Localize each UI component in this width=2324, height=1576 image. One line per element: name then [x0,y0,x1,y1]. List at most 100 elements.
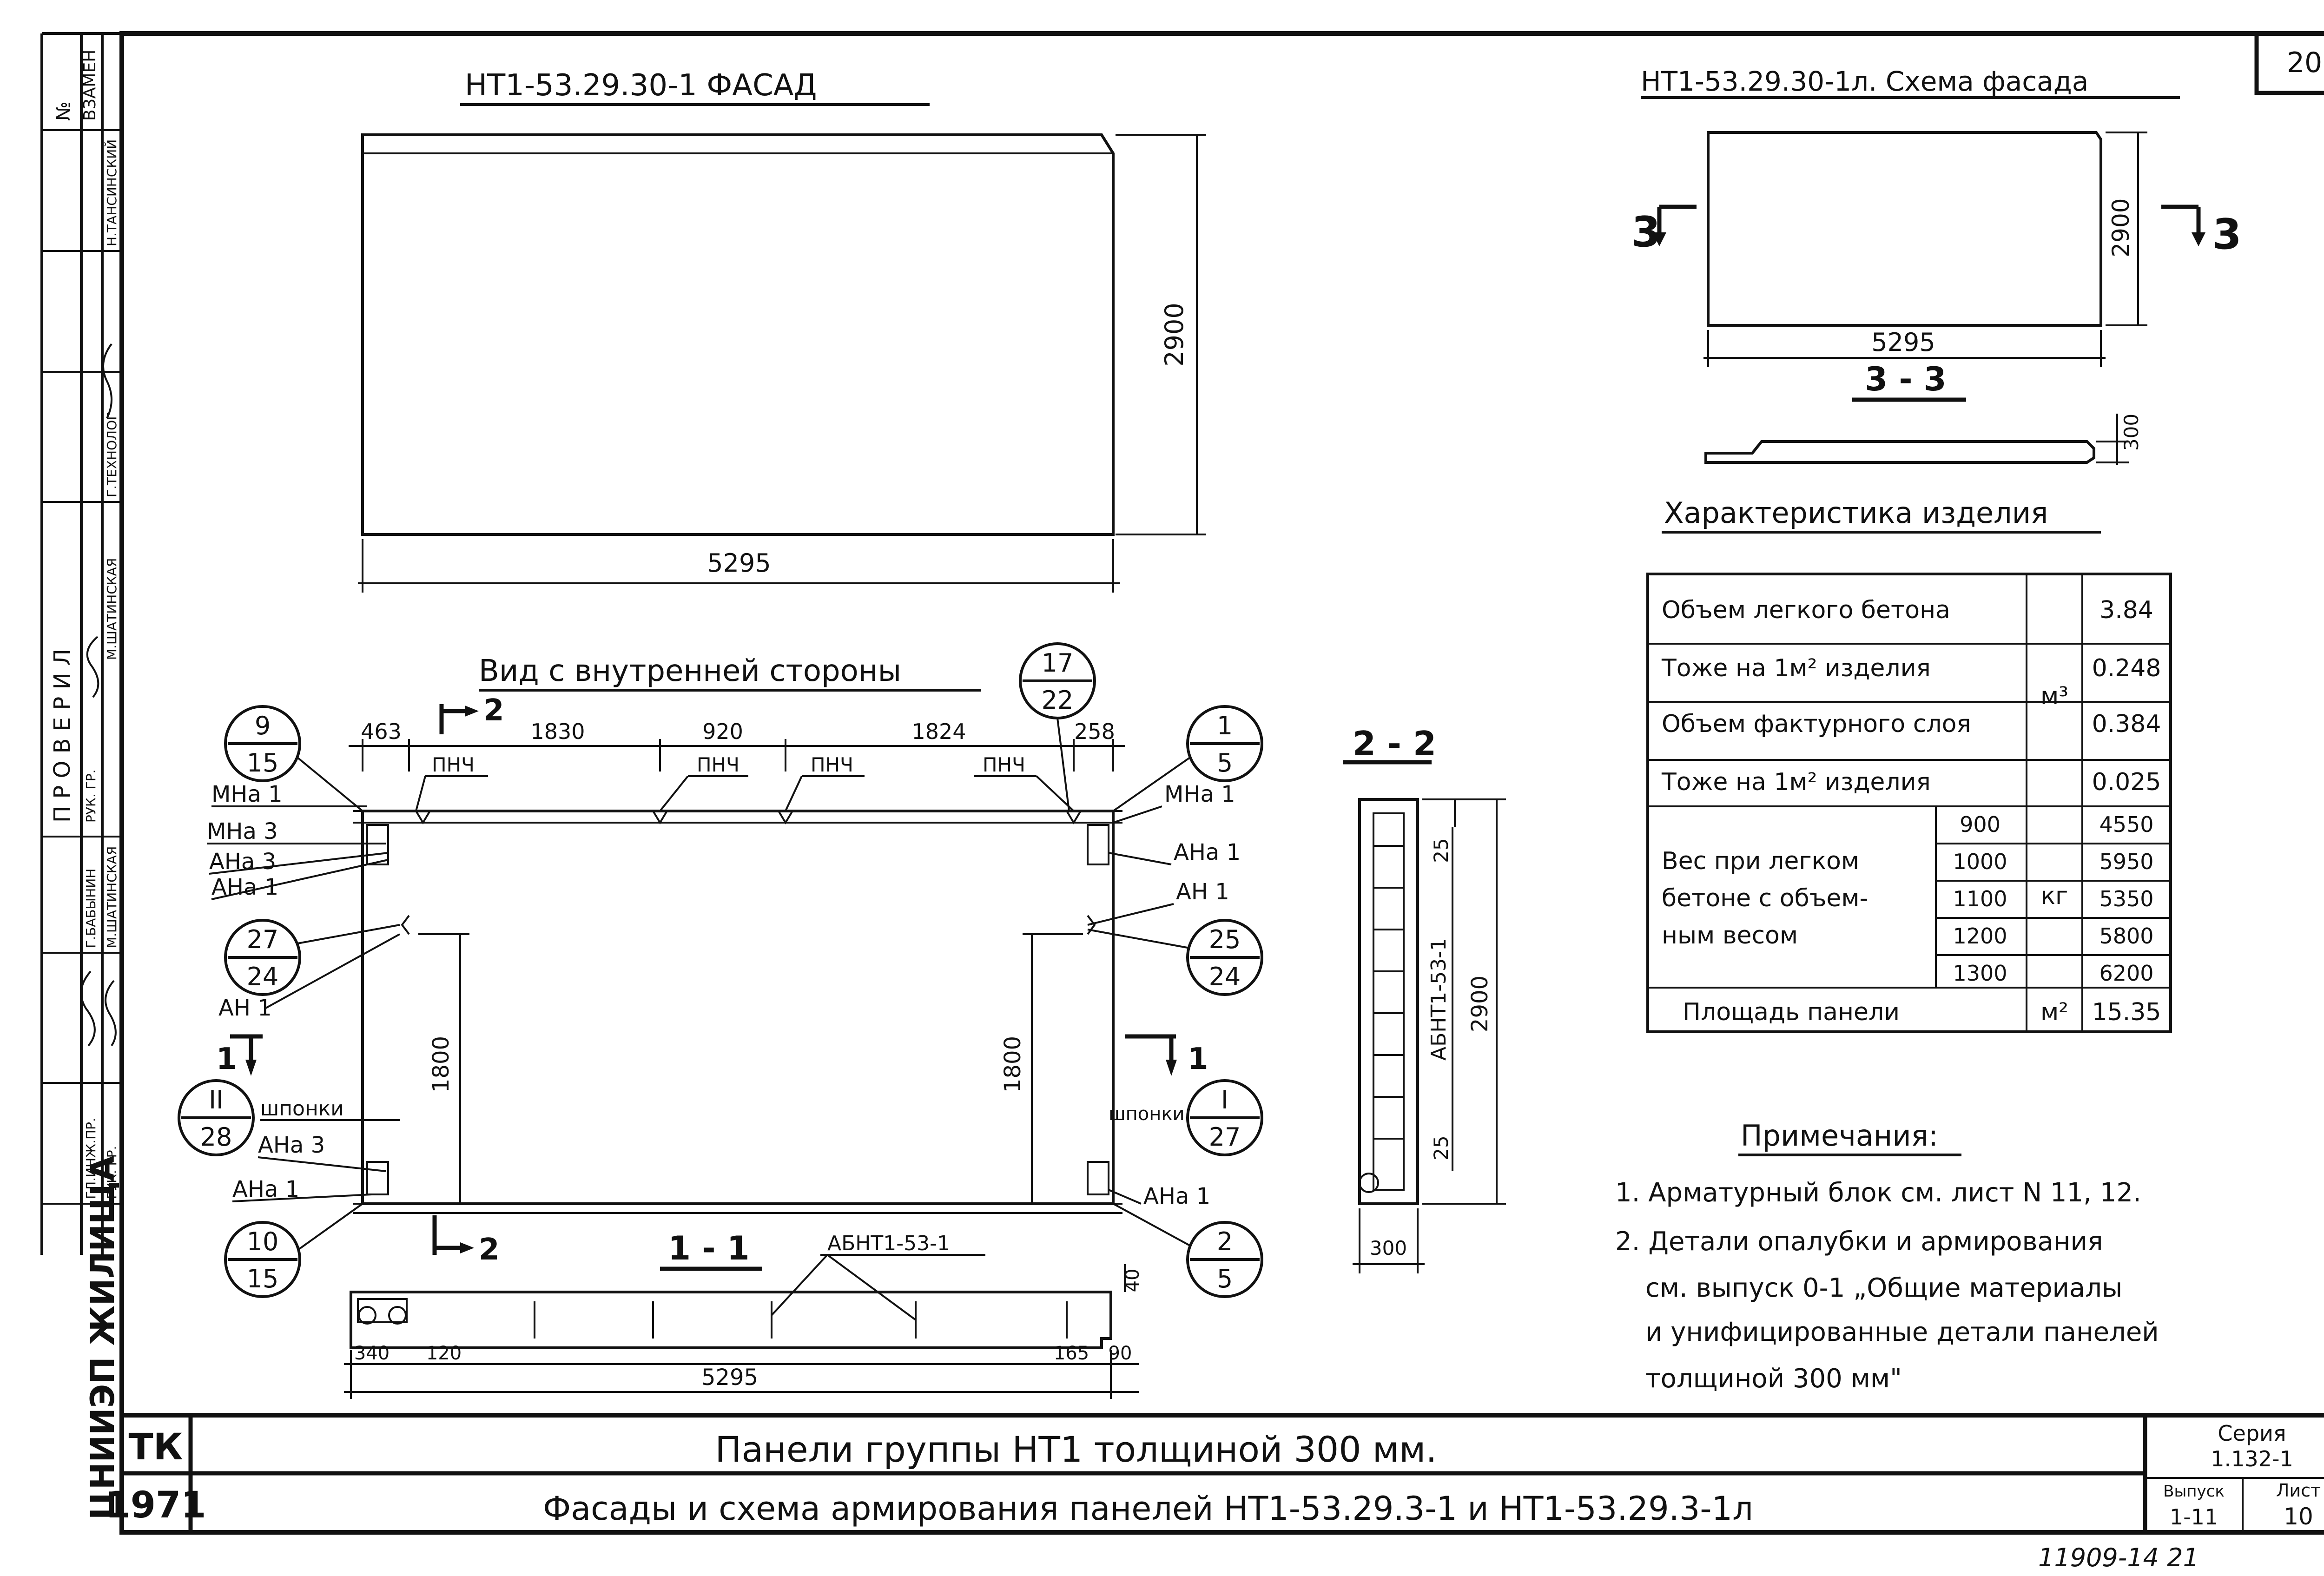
title-line2: Фасады и схема армирования панелей НТ1-5… [543,1490,1753,1528]
callout-circle-left-1: 27 24 [224,919,400,1009]
inner-section-2-bottom: 2 [479,1233,500,1267]
svg-text:24: 24 [1209,962,1241,991]
org-logo: ЦНИИЭП ЖИЛИЩА [84,1156,122,1520]
scheme-outline [1707,131,2102,327]
section-11-dim-0: 340 [354,1343,390,1364]
char-weight-unit: кг [2041,882,2068,910]
callout-circle-left-0: 9 15 [224,705,363,812]
notes-line-0: 1. Арматурный блок см. лист N 11, 12. [1615,1178,2141,1208]
inner-section-1-left: 1 [216,1042,237,1076]
char-weight-label-1: бетоне с объем- [1662,884,1868,912]
section-22-title: 2 - 2 [1353,724,1436,763]
facade-view: НТ1-53.29.30-1 ФАСАД 5295 2900 [358,68,1206,593]
pnch-label-3: ПНЧ [983,753,1025,776]
stamp-name-1: Г.ТЕХНОЛОГ [104,412,119,497]
right-label-0: МНа 1 [1164,781,1235,807]
inner-section-2-top: 2 [483,693,504,728]
notes-title: Примечания: [1741,1119,1938,1153]
scheme-dim-height: 2900 [2107,198,2134,257]
notes-line-4: толщиной 300 мм" [1645,1364,1902,1394]
stamp-name-8: РУК. ГР. [104,1146,119,1200]
svg-text:2: 2 [1217,1227,1233,1256]
weight-value-4: 6200 [2099,961,2153,986]
sheet-number-box [2254,31,2324,95]
inner-dim-1: 1830 [530,719,585,744]
scheme-section-thickness: 300 [2120,414,2143,451]
sheet-value: 10 [2284,1503,2313,1530]
callout-circle-left-3: 10 15 [224,1203,363,1298]
section-11: 1 - 1 АБНТ1-53-1 40 340 120 165 90 5295 [344,1229,1143,1399]
left-label-6: АНа 3 [258,1132,325,1158]
char-weight-label-0: Вес при легком [1662,847,1859,875]
right-label-3: шпонки [1109,1103,1185,1125]
svg-text:15: 15 [247,1264,279,1293]
inner-dim-right-height: 1800 [1000,1036,1026,1093]
char-row-3-value: 0.025 [2092,768,2161,796]
char-row-3-label: Тоже на 1м² изделия [1661,768,1931,796]
inner-panel-outline [361,810,1115,1205]
characteristics: Характеристика изделия Объем легкого бет… [1646,496,2172,1033]
inner-view: Вид с внутренней стороны 463 1830 920 18… [178,642,1263,1298]
scheme-section-title: 3 - 3 [1865,360,1946,398]
stamp-name-6: М.ШАТИНСКАЯ [104,846,119,948]
weight-value-3: 5800 [2099,923,2153,949]
callout-circle-right-4: 2 5 [1113,1203,1263,1298]
weight-value-2: 5350 [2099,886,2153,911]
svg-text:I: I [1221,1085,1228,1114]
signature [105,980,117,1047]
right-label-1: АНа 1 [1174,839,1241,865]
stamp-column: № ВЗАМЕН Н.ТАНСИНСКИЙ Г.ТЕХНОЛОГ П Р О В… [40,32,122,1520]
issue-label: Выпуск [2163,1482,2225,1501]
footer-code: 11909-14 21 [2038,1543,2199,1572]
inner-view-title: Вид с внутренней стороны [479,654,901,688]
pnch-label-0: ПНЧ [432,753,475,776]
issue-value: 1-11 [2170,1504,2218,1530]
facade-title: НТ1-53.29.30-1 ФАСАД [465,68,817,103]
section-22: 2 - 2 АБНТ1-53-1 25 25 2900 300 [1343,724,1506,1273]
svg-text:27: 27 [1209,1122,1241,1152]
callout-circle-right-3: I 27 [1186,1079,1263,1156]
char-row-1-label: Тоже на 1м² изделия [1661,654,1931,682]
signature [86,636,99,698]
svg-text:17: 17 [1042,648,1074,678]
weight-value-0: 4550 [2099,812,2153,837]
section-22-dim-height: 2900 [1467,976,1493,1032]
title-tk: ТК [129,1426,183,1468]
characteristics-title: Характеристика изделия [1664,496,2048,530]
svg-text:25: 25 [1209,925,1241,954]
series-label: Серия [2218,1421,2286,1446]
left-label-2: АНа 3 [209,849,276,875]
svg-text:15: 15 [247,748,279,778]
notes-line-2: см. выпуск 0-1 „Общие материалы [1645,1273,2122,1303]
section-22-block-label: АБНТ1-53-1 [1427,938,1451,1061]
scheme-section-mark-right: 3 [2212,210,2242,259]
weight-density-1: 1000 [1953,849,2007,874]
title-year: 1971 [105,1484,206,1526]
inner-dim-3: 1824 [911,719,966,744]
section-22-dim-thickness: 300 [1370,1237,1407,1259]
callout-circle-right-1: 1 5 [1112,705,1263,812]
weight-density-0: 900 [1960,812,2000,837]
sheet-number: 20 [2287,46,2322,79]
stamp-name-5: Г.БАБЫНИН [83,869,99,948]
left-label-1: МНа 3 [207,818,278,844]
callout-circle-right-2: 25 24 [1087,919,1263,996]
svg-text:II: II [209,1085,224,1114]
notes: Примечания: 1. Арматурный блок см. лист … [1615,1119,2159,1394]
sheet-label: Лист [2276,1480,2321,1501]
svg-text:27: 27 [247,925,279,954]
char-row-2-label: Объем фактурного слоя [1662,710,1971,738]
left-label-5: шпонки [260,1097,344,1121]
svg-text:10: 10 [247,1227,279,1256]
stamp-label-num: № [53,101,74,121]
char-area-value: 15.35 [2092,998,2161,1026]
char-area-label: Площадь панели [1683,998,1900,1026]
title-line1: Панели группы НТ1 толщиной 300 мм. [715,1429,1437,1470]
scheme-section-mark-left: 3 [1631,208,1661,257]
facade-dim-width: 5295 [707,548,771,578]
right-label-2: АН 1 [1176,879,1229,905]
char-row-0-label: Объем легкого бетона [1662,596,1950,624]
stamp-name-7: ГЛ.ИНЖ.ПР. [83,1118,99,1199]
inner-dim-2: 920 [702,719,743,744]
